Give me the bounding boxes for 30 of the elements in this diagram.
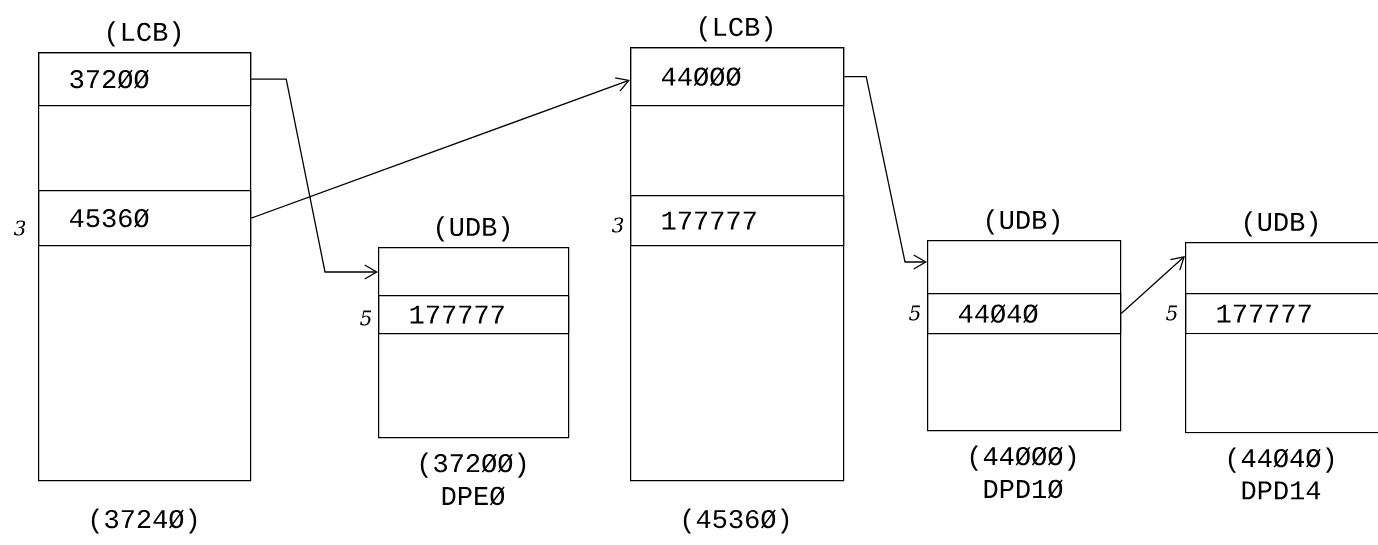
block-heading: (UDB) [1245, 211, 1317, 237]
block-heading: (UDB) [437, 216, 509, 242]
memory-cell: 177777 [1185, 293, 1378, 335]
block-heading: (LCB) [700, 16, 772, 42]
memory-cell: 177777 [378, 295, 570, 335]
block-caption: DPEØ [442, 486, 505, 506]
block-caption: (44Ø4Ø) [1228, 447, 1334, 473]
arrow [843, 75, 927, 270]
arrow [250, 77, 630, 219]
arrow [250, 78, 378, 280]
memory-block [38, 21, 252, 534]
handwritten-mark: 5 [1166, 305, 1178, 321]
block-caption: (3724Ø) [91, 508, 197, 534]
memory-cell: 44Ø4Ø [927, 293, 1122, 335]
block-heading: (LCB) [108, 21, 180, 47]
block-heading: (UDB) [987, 209, 1059, 235]
memory-block [630, 16, 845, 534]
memory-cell: 44ØØØ [630, 47, 845, 107]
memory-block [927, 209, 1122, 499]
arrow [1120, 256, 1185, 315]
memory-cell: 372ØØ [38, 52, 252, 107]
block-caption: (4536Ø) [683, 508, 789, 534]
block-caption: DPD14 [1242, 481, 1321, 500]
block-caption: (372ØØ) [420, 452, 526, 478]
memory-block [378, 216, 570, 506]
memory-cell: 4536Ø [38, 190, 252, 247]
memory-cell: 177777 [630, 195, 845, 247]
block-caption: (44ØØØ) [970, 445, 1076, 471]
block-caption: DPD1Ø [984, 479, 1063, 499]
memory-block [1185, 211, 1378, 500]
